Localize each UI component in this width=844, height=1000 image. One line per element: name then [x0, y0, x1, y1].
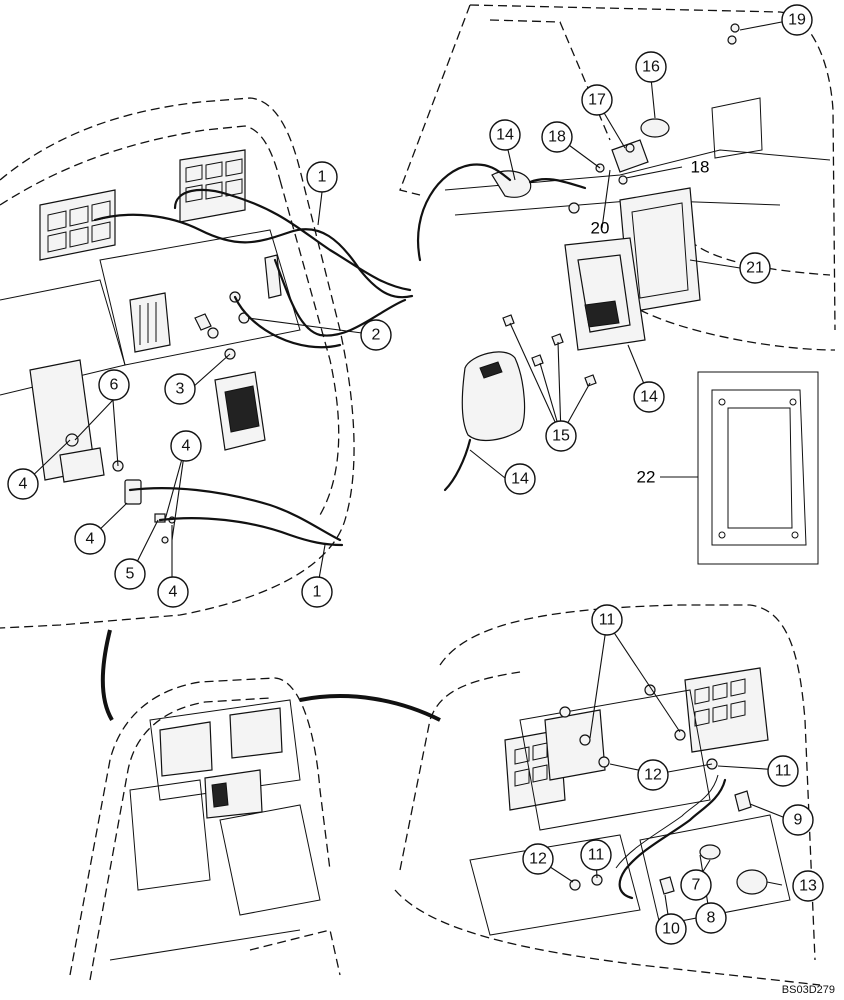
callout-18-right: 18	[691, 158, 710, 177]
callout-1-harness-lower: 1	[301, 576, 333, 608]
callout-5: 5	[114, 558, 146, 590]
callout-15: 15	[545, 420, 577, 452]
callout-12-lower: 12	[522, 843, 554, 875]
callout-10: 10	[655, 913, 687, 945]
leader-lines	[24, 19, 793, 929]
svg-text:6: 6	[110, 377, 119, 394]
callout-11-right: 11	[767, 755, 799, 787]
callout-4-upper: 4	[170, 430, 202, 462]
overview-inset-bottom-center	[69, 629, 441, 981]
callout-21: 21	[739, 252, 771, 284]
callout-14-boot: 14	[504, 463, 536, 495]
callout-12-upper: 12	[637, 759, 669, 791]
callout-1-harness: 1	[306, 161, 338, 193]
callout-11-bottom: 11	[580, 839, 612, 871]
callout-16: 16	[635, 51, 667, 83]
gasket-inset-box	[697, 371, 819, 565]
svg-text:10: 10	[662, 921, 680, 938]
svg-text:7: 7	[692, 877, 701, 894]
svg-text:17: 17	[588, 92, 606, 109]
svg-text:4: 4	[19, 476, 28, 493]
mounting-panel-top-right	[399, 4, 836, 492]
svg-text:19: 19	[788, 12, 806, 29]
callout-13: 13	[792, 870, 824, 902]
svg-text:16: 16	[642, 59, 660, 76]
callout-4-lower: 4	[157, 576, 189, 608]
callout-9: 9	[782, 804, 814, 836]
console-assembly-top-left	[0, 97, 414, 629]
callout-18-left: 18	[541, 121, 573, 153]
svg-text:11: 11	[775, 763, 792, 780]
svg-text:4: 4	[169, 584, 178, 601]
svg-text:5: 5	[126, 566, 135, 583]
svg-text:4: 4	[182, 438, 191, 455]
callout-17: 17	[581, 84, 613, 116]
callout-7: 7	[680, 869, 712, 901]
svg-text:12: 12	[644, 767, 662, 784]
callout-3: 3	[164, 373, 196, 405]
callout-22: 22	[637, 468, 656, 487]
svg-text:4: 4	[86, 531, 95, 548]
callout-14-bulb: 14	[489, 119, 521, 151]
svg-text:3: 3	[176, 381, 185, 398]
svg-text:13: 13	[799, 878, 817, 895]
callout-8: 8	[695, 902, 727, 934]
svg-text:1: 1	[313, 584, 322, 601]
callout-4-middle: 4	[74, 523, 106, 555]
callout-11-top: 11	[591, 604, 623, 636]
svg-text:21: 21	[746, 260, 764, 277]
svg-text:8: 8	[707, 910, 716, 927]
svg-text:15: 15	[552, 428, 570, 445]
svg-text:11: 11	[588, 847, 605, 864]
callout-4-left: 4	[7, 468, 39, 500]
svg-text:14: 14	[640, 389, 658, 406]
console-assembly-bottom-right	[394, 604, 821, 986]
svg-text:12: 12	[529, 851, 547, 868]
svg-text:14: 14	[496, 127, 514, 144]
svg-text:18: 18	[548, 129, 566, 146]
svg-text:9: 9	[794, 812, 803, 829]
svg-text:2: 2	[372, 327, 381, 344]
svg-text:11: 11	[599, 612, 616, 629]
callout-6: 6	[98, 369, 130, 401]
svg-text:14: 14	[511, 471, 529, 488]
callout-19: 19	[781, 4, 813, 36]
callout-20: 20	[591, 219, 610, 238]
callout-14-housing: 14	[633, 381, 665, 413]
figure-code: BS03D279	[782, 984, 835, 996]
callout-2: 2	[360, 319, 392, 351]
svg-text:1: 1	[318, 169, 327, 186]
